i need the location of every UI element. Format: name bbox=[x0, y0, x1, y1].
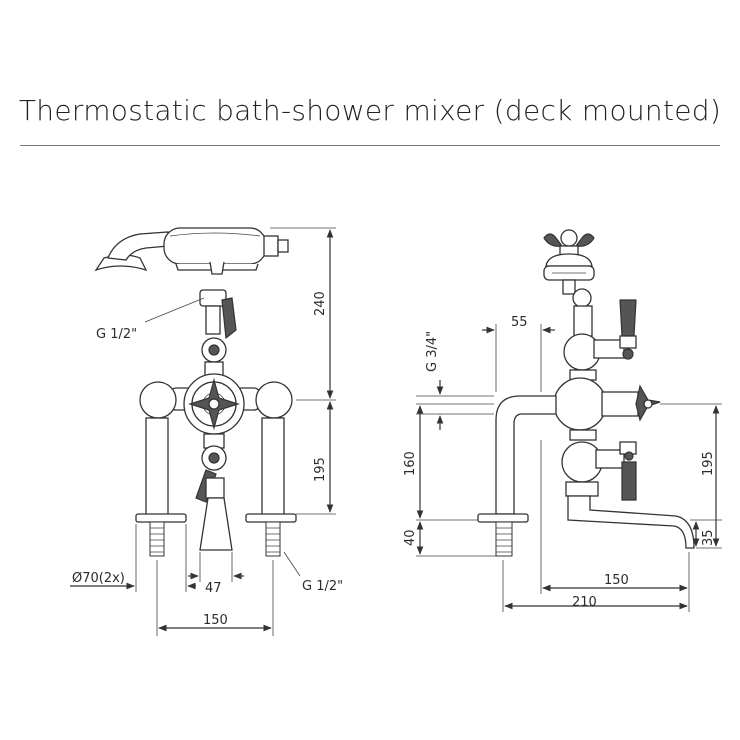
page-title: Thermostatic bath-shower mixer (deck mou… bbox=[18, 94, 722, 127]
side-view: 55 G 3/4" 160 40 195 35 150 210 bbox=[403, 229, 722, 612]
dim-150-front: 150 bbox=[203, 613, 228, 628]
thermostatic-body bbox=[139, 373, 293, 435]
dim-195-side: 195 bbox=[701, 451, 716, 476]
dim-47: 47 bbox=[205, 581, 222, 596]
dim-outlet-thread: G 3/4" bbox=[425, 331, 440, 372]
dim-35: 35 bbox=[701, 529, 716, 546]
connection-bottom-label: G 1/2" bbox=[302, 579, 343, 594]
valve-stack bbox=[553, 288, 661, 501]
dim-240: 240 bbox=[313, 291, 328, 316]
dim-150-side: 150 bbox=[604, 573, 629, 588]
side-dimensions bbox=[416, 324, 722, 612]
diverter-spout bbox=[195, 433, 233, 551]
dim-195-front: 195 bbox=[313, 457, 328, 482]
dim-40: 40 bbox=[403, 529, 418, 546]
dim-foot-diameter: Ø70(2x) bbox=[72, 571, 125, 586]
hand-shower bbox=[94, 227, 289, 275]
shower-head bbox=[543, 229, 595, 295]
bath-spout bbox=[567, 495, 695, 549]
connection-top-label: G 1/2" bbox=[96, 327, 137, 342]
front-view: 240 195 150 47 Ø70(2x) G 1/2" G 1/2" bbox=[70, 227, 343, 636]
deck-legs bbox=[135, 417, 297, 557]
dim-55: 55 bbox=[511, 315, 528, 330]
supply-pipe bbox=[477, 395, 557, 557]
dim-210: 210 bbox=[572, 595, 597, 610]
cradle-riser bbox=[199, 289, 237, 377]
dim-160: 160 bbox=[403, 451, 418, 476]
title-divider bbox=[20, 145, 720, 146]
front-dimensions bbox=[70, 227, 336, 636]
